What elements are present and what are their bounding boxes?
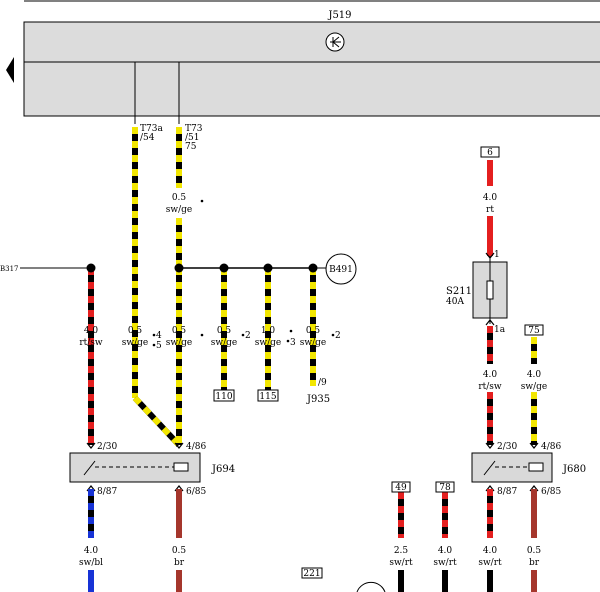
wire-110-color: sw/ge xyxy=(211,338,237,348)
wire-6-color: rt xyxy=(486,205,494,215)
relay-j680-switch-icon xyxy=(483,460,544,476)
wire-54-diagonal-stripe xyxy=(132,395,182,448)
t73a-label: T73a xyxy=(140,124,163,134)
wire-fuse-out-size: 4.0 xyxy=(483,370,498,380)
wire-51-color: sw/ge xyxy=(166,338,192,348)
ref-5: 5 xyxy=(156,341,162,351)
junction-j935 xyxy=(308,263,318,273)
junction-b317 xyxy=(86,263,96,273)
wire-49-size: 2.5 xyxy=(394,546,409,556)
terminal-75: 75 xyxy=(528,326,540,336)
terminal-49: 49 xyxy=(395,483,407,493)
ref-3: 3 xyxy=(290,338,296,348)
ref-dot-4 xyxy=(152,333,156,337)
wire-54-color: sw/ge xyxy=(122,338,148,348)
wire-j680-85-size: 0.5 xyxy=(527,546,542,556)
fuse-out-pin: 1a xyxy=(494,325,506,335)
fuse-element-icon xyxy=(486,280,494,300)
j680-pin-230: 2/30 xyxy=(497,442,517,452)
j935-pin: /9 xyxy=(318,378,327,388)
terminal-78: 78 xyxy=(439,483,451,493)
wire-j694-85-size: 0.5 xyxy=(172,546,187,556)
wire-b317-color: rt/sw xyxy=(79,338,103,348)
wire-54-size: 0.5 xyxy=(128,326,143,336)
wire-j935-size: 0.5 xyxy=(306,326,321,336)
wire-49-color: sw/rt xyxy=(389,558,413,568)
wire-115-size: 1.0 xyxy=(261,326,276,336)
j694-pin-486: 4/86 xyxy=(186,442,206,452)
j935-label: J935 xyxy=(306,394,330,405)
j694-pin-887: 8/87 xyxy=(97,487,117,497)
wire-51-top-color: sw/ge xyxy=(166,205,192,215)
wire-78-color: sw/rt xyxy=(433,558,457,568)
wire-j694-87-size: 4.0 xyxy=(84,546,99,556)
partial-component-circle xyxy=(356,581,386,592)
terminal-box-49 xyxy=(391,481,411,493)
wire-6-size: 4.0 xyxy=(483,193,498,203)
terminal-box-6 xyxy=(480,146,500,158)
ref-dot-51b xyxy=(200,333,204,337)
b491-label: B491 xyxy=(329,265,353,275)
page-arrow-icon xyxy=(6,57,14,83)
t73-extra-label: 75 xyxy=(185,142,197,152)
t73-label: T73 xyxy=(185,124,203,134)
j694-pin-230: 2/30 xyxy=(97,442,117,452)
junction-51 xyxy=(174,263,184,273)
wire-78-size: 4.0 xyxy=(438,546,453,556)
t73-pin-label: /51 xyxy=(185,133,199,143)
wire-b317-size: 4.0 xyxy=(84,326,99,336)
ref-dot-5 xyxy=(152,343,156,347)
j680-pin-486: 4/86 xyxy=(541,442,561,452)
junction-110 xyxy=(219,263,229,273)
b317-label: B317 xyxy=(0,265,19,273)
relay-j694-switch-icon xyxy=(83,460,189,476)
wire-51-size: 0.5 xyxy=(172,326,187,336)
wire-51-top-size: 0.5 xyxy=(172,193,187,203)
terminal-221: 221 xyxy=(303,569,320,579)
ref-dot-51 xyxy=(200,199,204,203)
terminal-box-110 xyxy=(213,389,235,402)
s211-label: S211 xyxy=(446,286,472,297)
wire-115-color: sw/ge xyxy=(255,338,281,348)
wire-j694-87-color: sw/bl xyxy=(79,558,103,568)
j680-pin-685: 6/85 xyxy=(541,487,561,497)
j519-label: J519 xyxy=(327,10,351,21)
electronic-module-icon xyxy=(325,32,345,52)
wire-fuse-out-color: rt/sw xyxy=(478,382,502,392)
terminal-110: 110 xyxy=(215,392,232,402)
terminal-6: 6 xyxy=(487,148,493,158)
terminal-box-115 xyxy=(257,389,279,402)
wire-j680-87-size: 4.0 xyxy=(483,546,498,556)
terminal-box-78 xyxy=(435,481,455,493)
wire-j694-85-color: br xyxy=(174,558,185,568)
s211-rating: 40A xyxy=(446,297,464,307)
b491-circle xyxy=(325,253,357,285)
ref-dot-291 xyxy=(289,329,293,333)
terminal-115: 115 xyxy=(259,392,276,402)
ref-dot-3 xyxy=(286,339,290,343)
fuse-in-pin: 1 xyxy=(494,250,500,260)
j694-label: J694 xyxy=(211,464,235,475)
ref-2b: 2 xyxy=(335,331,341,341)
wire-75-size: 4.0 xyxy=(527,370,542,380)
wire-j680-87-color: sw/rt xyxy=(478,558,502,568)
j694-pin-685: 6/85 xyxy=(186,487,206,497)
t73a-pin-label: /54 xyxy=(140,133,155,143)
j680-pin-887: 8/87 xyxy=(497,487,517,497)
ref-dot-2a xyxy=(241,333,245,337)
terminal-box-221 xyxy=(301,567,323,579)
wire-j680-85-color: br xyxy=(529,558,540,568)
terminal-box-75 xyxy=(524,324,544,336)
ref-2a: 2 xyxy=(245,331,251,341)
ref-4: 4 xyxy=(156,331,162,341)
ref-dot-2b xyxy=(331,333,335,337)
j519-module xyxy=(23,21,600,117)
junction-115 xyxy=(263,263,273,273)
wire-110-size: 0.5 xyxy=(217,326,232,336)
wire-75-color: sw/ge xyxy=(521,382,547,392)
j680-label: J680 xyxy=(562,464,586,475)
wire-j935-color: sw/ge xyxy=(300,338,326,348)
